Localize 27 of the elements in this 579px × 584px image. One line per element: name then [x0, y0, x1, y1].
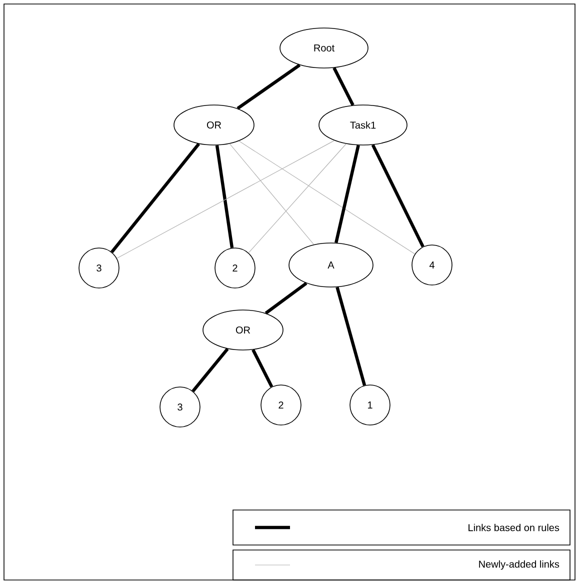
- circle-node: 2: [214, 248, 256, 288]
- link-line: [248, 144, 346, 254]
- link-line: [236, 64, 301, 110]
- link-line: [238, 140, 416, 254]
- ellipse-node: OR: [202, 310, 284, 350]
- link-line: [229, 144, 314, 245]
- legend-entry: Links based on rules: [232, 510, 570, 546]
- link-line: [110, 142, 200, 254]
- link-line: [215, 145, 234, 248]
- ellipse-node: Root: [280, 28, 368, 68]
- ellipse-node: A: [288, 242, 374, 288]
- ellipse-node: OR: [174, 104, 254, 146]
- link-line: [264, 282, 308, 314]
- link-line: [252, 349, 274, 388]
- link-line: [116, 140, 335, 259]
- circle-node: 4: [412, 244, 452, 286]
- link-line: [336, 286, 366, 386]
- link-line: [334, 144, 360, 244]
- circle-node: 3: [160, 386, 200, 428]
- link-line: [371, 144, 424, 248]
- legend-entry: Newly-added links: [232, 550, 570, 580]
- link-line: [192, 348, 229, 392]
- ellipse-node: Task1: [318, 104, 408, 146]
- link-line: [332, 67, 354, 106]
- circle-node: 1: [350, 384, 390, 426]
- circle-node: 3: [78, 248, 120, 288]
- circle-node: 2: [260, 384, 302, 426]
